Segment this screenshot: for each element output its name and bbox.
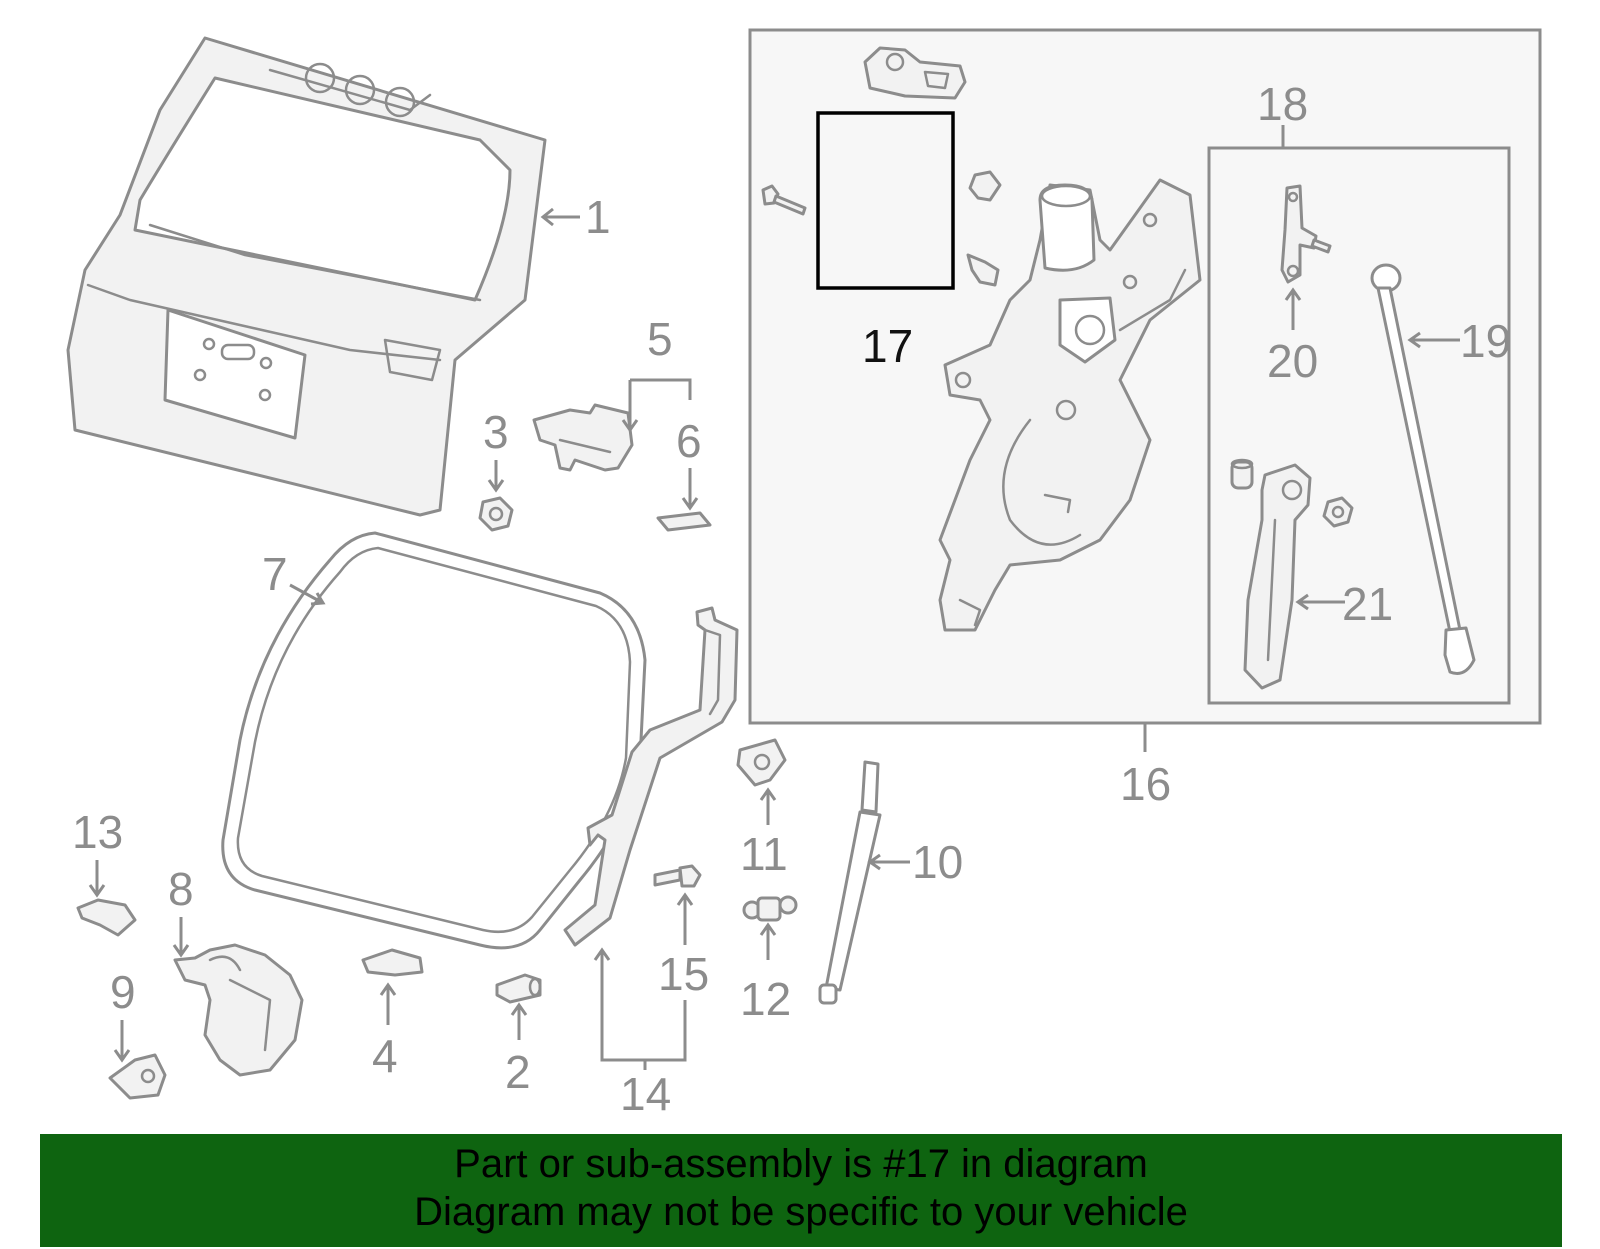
callout-14: 14 bbox=[620, 1068, 671, 1120]
callout-21: 21 bbox=[1342, 578, 1393, 630]
callout-19: 19 bbox=[1460, 315, 1511, 367]
part-clip-a[interactable] bbox=[968, 170, 1002, 202]
part-14-garnish[interactable] bbox=[563, 606, 739, 947]
part-13-clip[interactable] bbox=[76, 898, 137, 937]
callout-20: 20 bbox=[1267, 335, 1318, 387]
part-19-rod[interactable] bbox=[1370, 263, 1476, 675]
part-cap[interactable] bbox=[863, 46, 967, 100]
callout-4: 4 bbox=[372, 1030, 398, 1082]
part-9-clip[interactable] bbox=[108, 1053, 167, 1100]
part-21-arm[interactable] bbox=[1243, 463, 1312, 690]
part-5-bracket[interactable] bbox=[532, 403, 634, 472]
callout-2: 2 bbox=[505, 1046, 531, 1098]
callout-8: 8 bbox=[168, 863, 194, 915]
part-nut-small[interactable] bbox=[1322, 496, 1354, 528]
callout-17: 17 bbox=[862, 320, 913, 372]
part-1-tailgate[interactable] bbox=[66, 36, 547, 517]
callout-16: 16 bbox=[1120, 758, 1171, 810]
callout-11: 11 bbox=[740, 828, 788, 880]
leader-7 bbox=[289, 583, 324, 605]
part-screw[interactable] bbox=[761, 184, 807, 216]
footer-line-1: Part or sub-assembly is #17 in diagram bbox=[454, 1142, 1148, 1186]
leader-5 bbox=[628, 378, 692, 430]
callout-10: 10 bbox=[912, 836, 963, 888]
callout-9: 9 bbox=[110, 966, 136, 1018]
footer-banner: Part or sub-assembly is #17 in diagram D… bbox=[40, 1134, 1562, 1247]
callout-3: 3 bbox=[483, 406, 509, 458]
part-11-bracket[interactable] bbox=[736, 738, 787, 787]
part-clip-b[interactable] bbox=[966, 253, 1000, 287]
callout-6: 6 bbox=[676, 415, 702, 467]
part-2-bumper[interactable] bbox=[495, 973, 542, 1004]
part-10-strut[interactable] bbox=[818, 760, 882, 1005]
part-3-nut[interactable] bbox=[478, 496, 514, 532]
part-12-ballstud[interactable] bbox=[742, 895, 798, 922]
callout-12: 12 bbox=[740, 973, 791, 1025]
part-8-latch[interactable] bbox=[173, 943, 304, 1077]
part-15-bolt[interactable] bbox=[653, 864, 702, 888]
leader-14 bbox=[600, 950, 687, 1070]
callout-15: 15 bbox=[658, 948, 709, 1000]
part-20-bracket[interactable] bbox=[1280, 184, 1332, 284]
callout-18: 18 bbox=[1257, 78, 1308, 130]
part-bushing[interactable] bbox=[1230, 458, 1254, 490]
part-drive-unit[interactable] bbox=[938, 178, 1202, 632]
callout-7: 7 bbox=[262, 548, 288, 600]
callout-13: 13 bbox=[72, 806, 123, 858]
part-17-highlight-box[interactable] bbox=[816, 111, 955, 290]
callout-5: 5 bbox=[647, 313, 673, 365]
callout-1: 1 bbox=[585, 191, 611, 243]
part-4-pad[interactable] bbox=[361, 948, 424, 977]
part-7-weatherstrip[interactable] bbox=[221, 531, 647, 950]
part-6-pad[interactable] bbox=[656, 511, 712, 532]
footer-line-2: Diagram may not be specific to your vehi… bbox=[414, 1190, 1188, 1234]
